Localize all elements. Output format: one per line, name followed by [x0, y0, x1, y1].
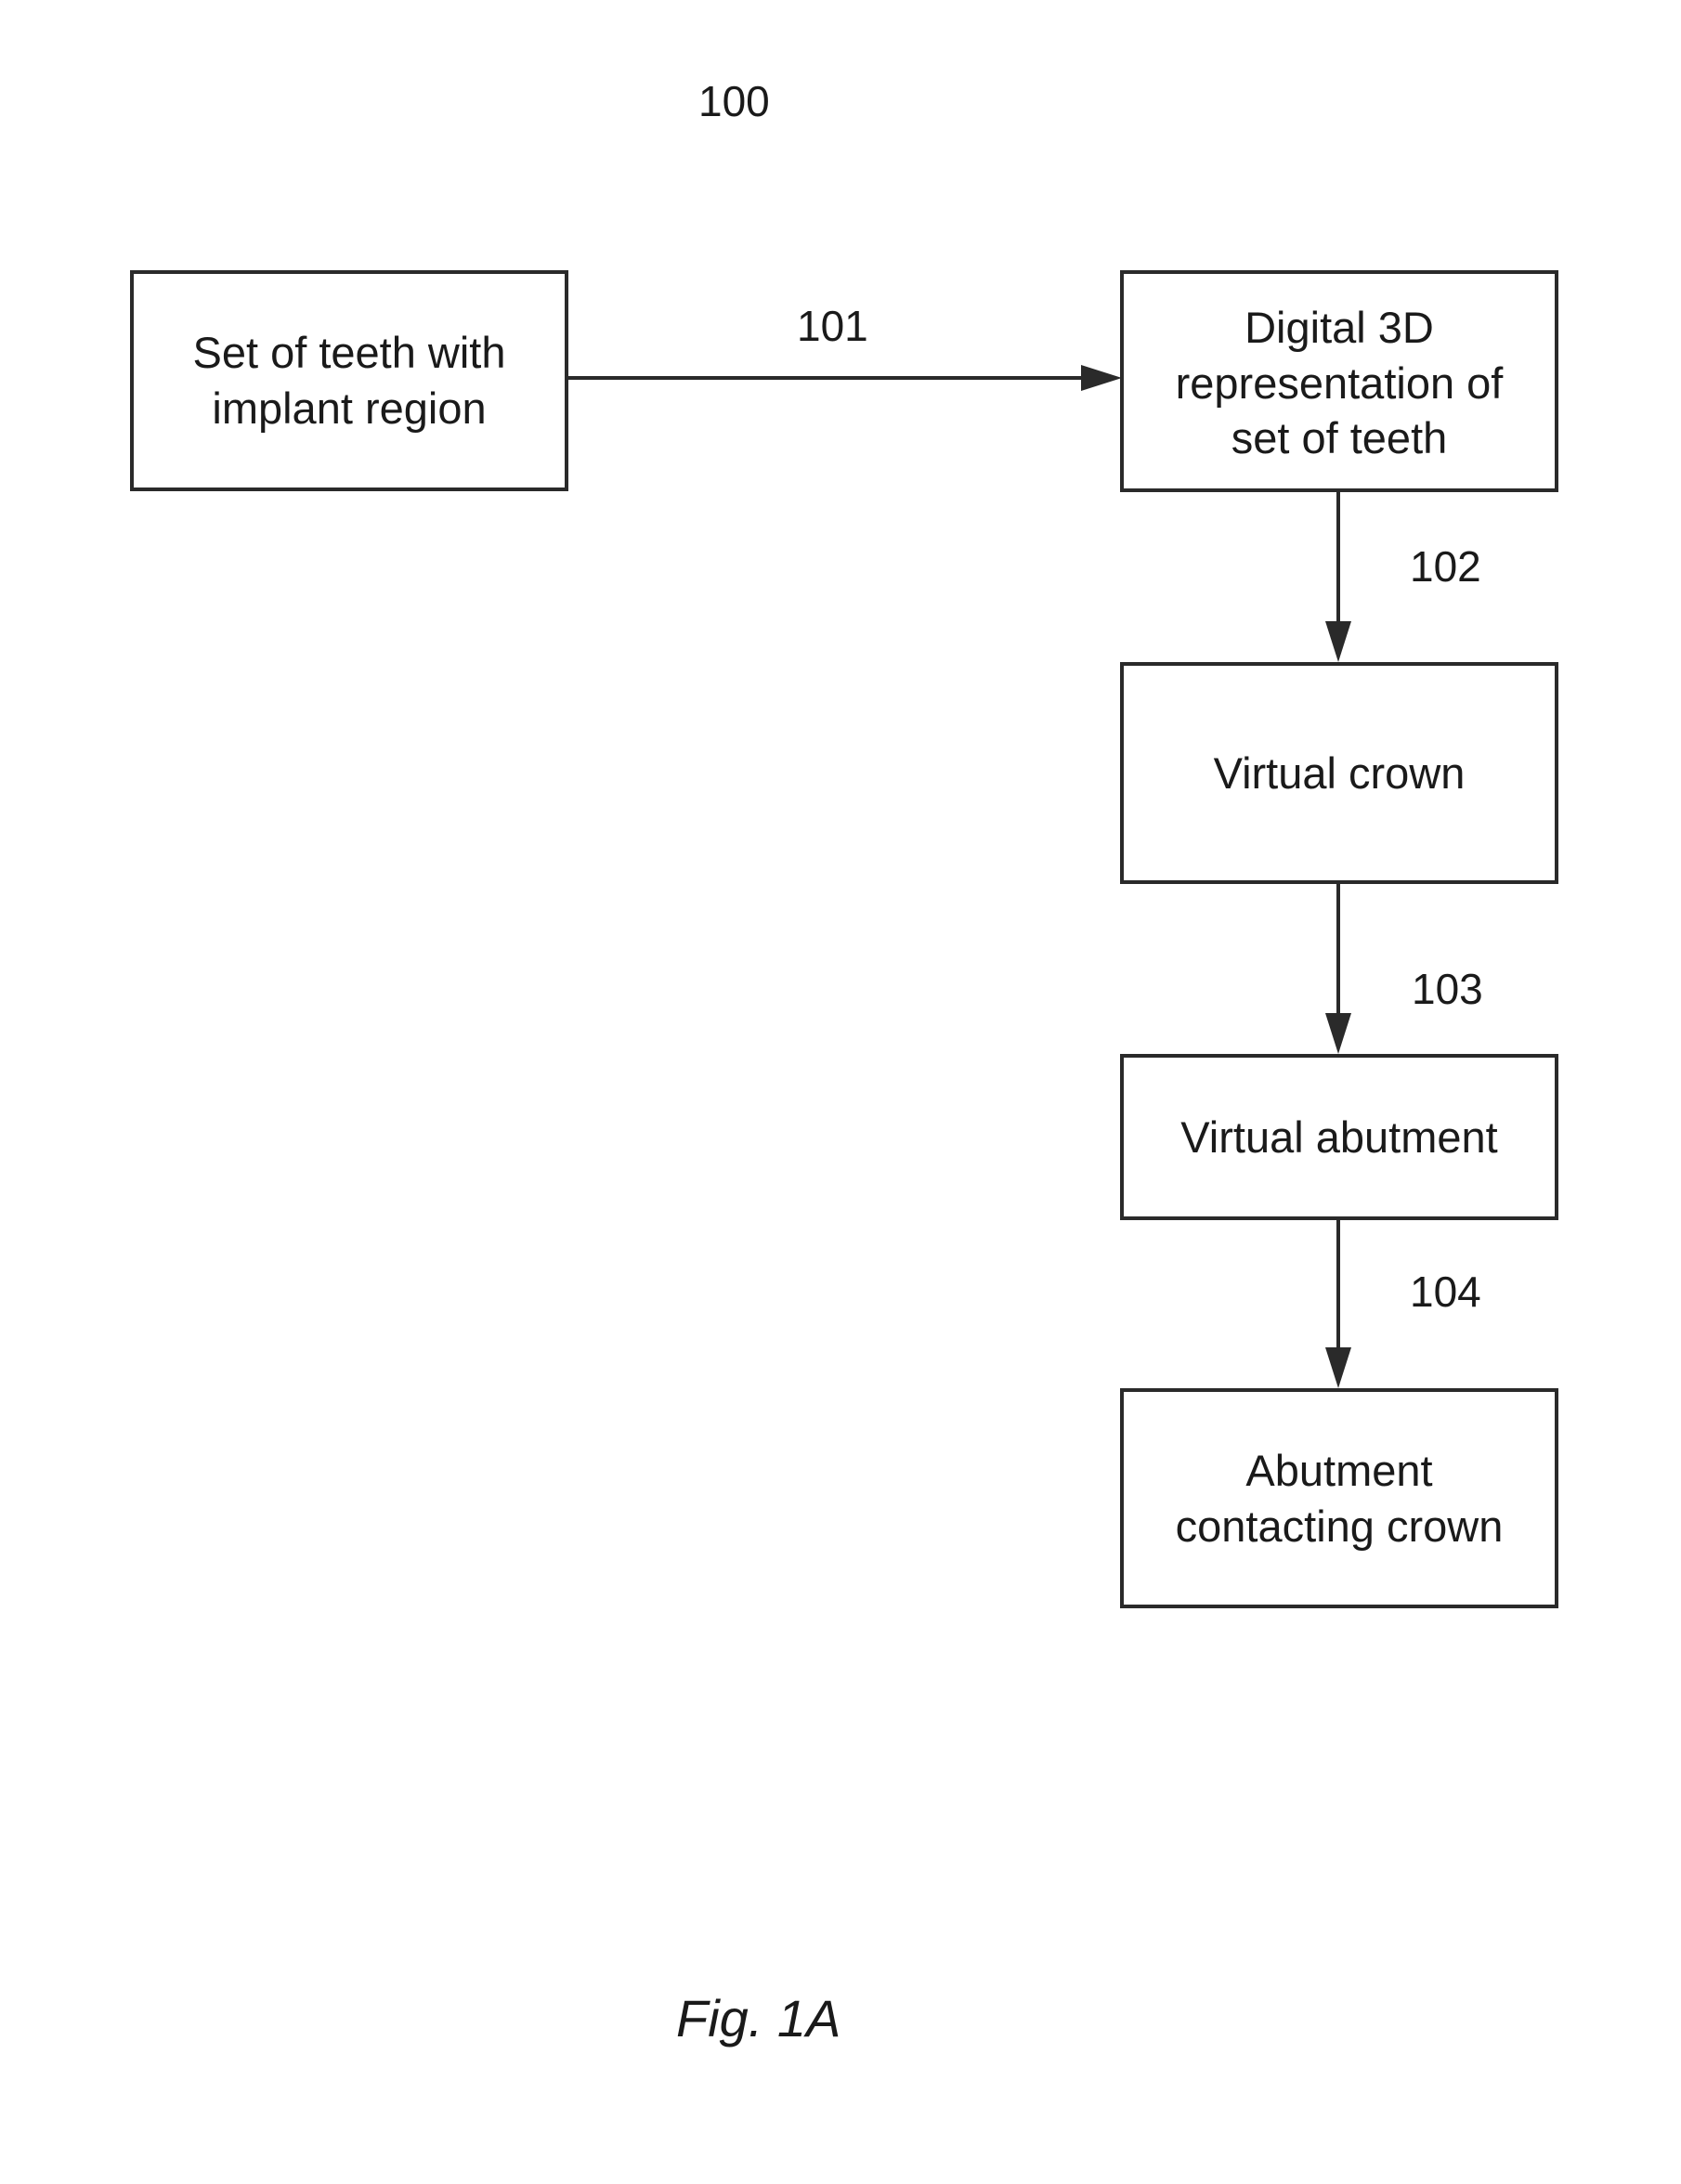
node-label: Virtual crown	[1214, 746, 1466, 801]
node-virtual-crown: Virtual crown	[1120, 662, 1558, 884]
arrowhead-101	[1081, 365, 1122, 391]
node-virtual-abutment: Virtual abutment	[1120, 1054, 1558, 1220]
edge-label-102: 102	[1410, 545, 1481, 588]
edge-label-104: 104	[1410, 1270, 1481, 1313]
node-set-of-teeth: Set of teeth with implant region	[130, 270, 568, 491]
arrowhead-104	[1325, 1347, 1351, 1388]
node-label: Virtual abutment	[1180, 1110, 1497, 1165]
edge-label-101: 101	[797, 305, 868, 347]
node-label: Set of teeth with implant region	[192, 325, 505, 436]
node-label: Abutment contacting crown	[1176, 1443, 1504, 1554]
node-digital-3d-representation: Digital 3D representation of set of teet…	[1120, 270, 1558, 492]
node-label: Digital 3D representation of set of teet…	[1176, 300, 1504, 466]
arrowhead-102	[1325, 621, 1351, 662]
arrowhead-103	[1325, 1013, 1351, 1054]
figure-caption: Fig. 1A	[676, 1993, 840, 2045]
node-abutment-contacting-crown: Abutment contacting crown	[1120, 1388, 1558, 1608]
edge-label-103: 103	[1412, 968, 1483, 1010]
